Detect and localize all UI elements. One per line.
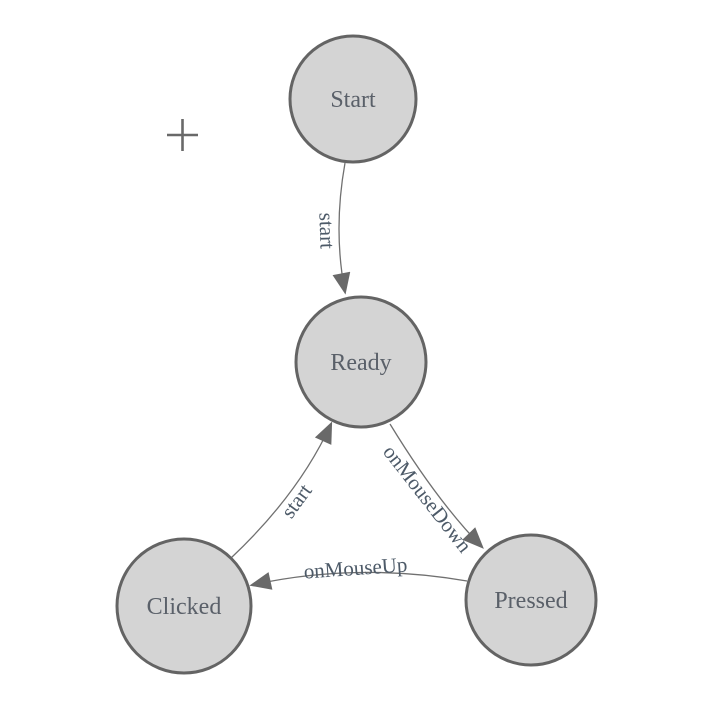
node-ready[interactable]: Ready [294, 295, 428, 429]
edge-label-ready-to-pressed: onMouseDown [378, 440, 477, 557]
edge-clicked-to-ready[interactable] [230, 421, 333, 559]
crosshair-icon [167, 119, 198, 151]
node-clicked-label: Clicked [147, 594, 222, 620]
node-clicked[interactable]: Clicked [115, 537, 253, 675]
edge-label-pressed-to-clicked: onMouseUp [303, 552, 408, 583]
node-start-label: Start [330, 87, 376, 113]
node-pressed[interactable]: Pressed [464, 533, 598, 667]
node-ready-circle[interactable] [294, 295, 428, 429]
node-ready-label: Ready [330, 350, 391, 376]
nodes-layer: Start Ready Clicked Pressed [115, 34, 598, 675]
node-clicked-circle[interactable] [115, 537, 253, 675]
node-start-circle[interactable] [288, 34, 418, 164]
edge-label-clicked-to-ready: start [276, 479, 317, 522]
edge-start-to-ready[interactable] [332, 162, 351, 295]
node-pressed-label: Pressed [494, 588, 567, 614]
edge-ready-to-pressed[interactable] [389, 423, 484, 549]
edge-pressed-to-clicked[interactable] [249, 571, 468, 590]
node-start[interactable]: Start [288, 34, 418, 164]
node-pressed-circle[interactable] [464, 533, 598, 667]
edge-label-start-to-ready: start [314, 212, 339, 249]
